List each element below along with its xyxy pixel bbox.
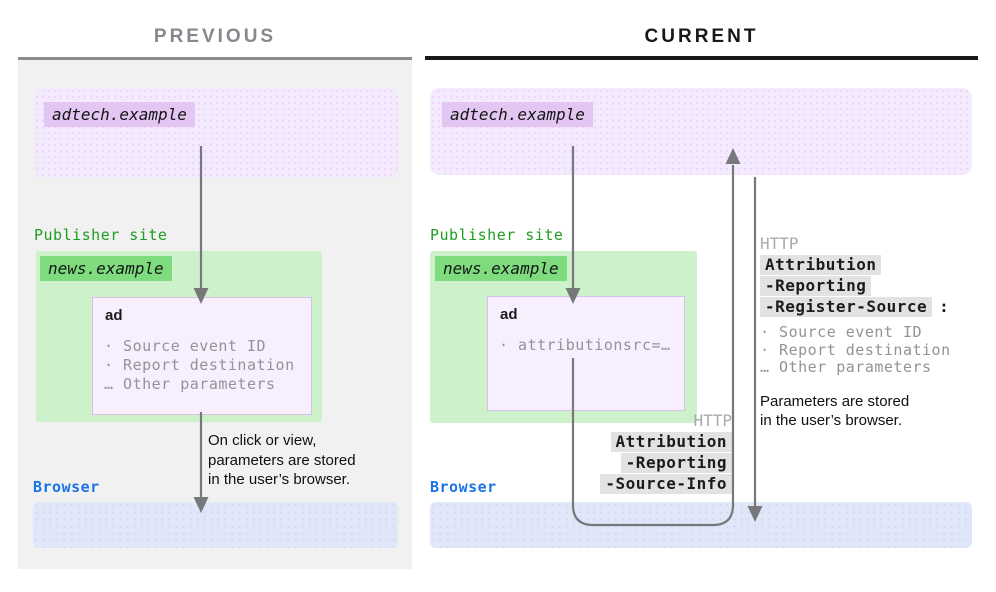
previous-adtech-box: adtech.example	[34, 88, 398, 178]
http-request-header-block: HTTP Attribution -Reporting -Register-So…	[760, 234, 990, 431]
previous-publisher-box: news.example ad · Source event ID · Repo…	[36, 251, 322, 422]
current-browser-box	[430, 502, 972, 548]
current-adtech-domain-label: adtech.example	[442, 102, 593, 127]
previous-ad-title: ad	[105, 307, 123, 324]
http-protocol-label: HTTP	[760, 234, 799, 253]
current-publisher-site-label: Publisher site	[430, 226, 564, 244]
previous-browser-label: Browser	[33, 478, 100, 496]
http-protocol-label: HTTP	[693, 411, 732, 430]
previous-title-rule	[18, 57, 412, 60]
current-ad-title: ad	[500, 306, 518, 323]
ad-param-line: · Report destination	[104, 356, 295, 374]
request-header-line: Attribution	[760, 255, 882, 275]
previous-browser-box	[33, 502, 398, 548]
current-browser-label: Browser	[430, 478, 497, 496]
request-header-line: -Register-Source	[760, 297, 933, 317]
response-header-line: -Source-Info	[600, 474, 732, 494]
previous-ad-box: ad · Source event ID · Report destinatio…	[92, 297, 312, 415]
current-publisher-box: news.example ad · attributionsrc=…	[430, 251, 697, 423]
current-title-rule	[425, 56, 978, 60]
previous-column-title: PREVIOUS	[153, 26, 277, 47]
current-adtech-box: adtech.example	[430, 88, 972, 175]
current-column-title: CURRENT	[644, 26, 759, 47]
previous-ad-parameters: · Source event ID · Report destination ……	[104, 337, 311, 394]
current-storage-note: Parameters are stored in the user’s brow…	[760, 392, 910, 430]
previous-storage-note: On click or view, parameters are stored …	[208, 432, 356, 488]
request-param-line: … Other parameters	[760, 358, 932, 376]
ad-param-line: … Other parameters	[104, 375, 276, 393]
ad-param-line: · Source event ID	[104, 337, 267, 355]
previous-adtech-domain-label: adtech.example	[44, 102, 195, 127]
ad-param-line: · attributionsrc=…	[499, 336, 671, 354]
request-header-colon: :	[939, 297, 949, 316]
request-parameters: · Source event ID · Report destination ……	[760, 323, 990, 377]
response-header-line: Attribution	[610, 432, 732, 452]
request-param-line: · Report destination	[760, 340, 951, 359]
current-ad-parameters: · attributionsrc=…	[499, 336, 684, 355]
current-ad-box: ad · attributionsrc=…	[487, 296, 685, 411]
previous-publisher-site-label: Publisher site	[34, 226, 168, 244]
response-header-line: -Reporting	[620, 453, 732, 473]
http-response-header-block: HTTP Attribution -Reporting -Source-Info	[512, 411, 732, 494]
previous-news-domain-label: news.example	[40, 256, 172, 281]
request-header-line: -Reporting	[760, 276, 872, 296]
current-news-domain-label: news.example	[435, 256, 567, 281]
request-param-line: · Source event ID	[760, 323, 923, 341]
